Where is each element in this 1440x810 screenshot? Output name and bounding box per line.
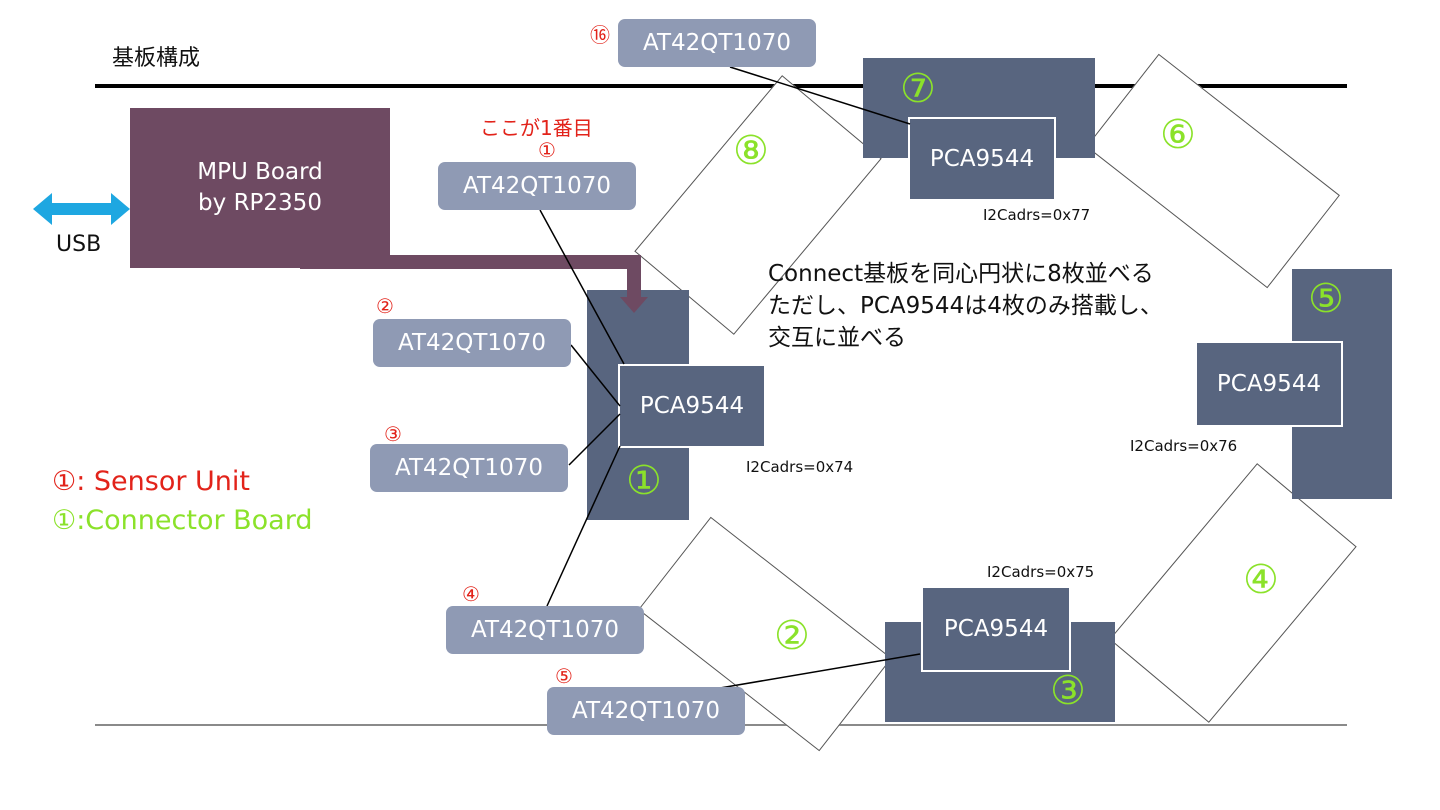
sensor-unit-3: AT42QT1070: [370, 444, 568, 492]
mpu-board-line2: by RP2350: [198, 190, 322, 216]
board-number-4: ④: [1243, 557, 1279, 603]
sensor-unit-4: AT42QT1070: [446, 606, 644, 654]
legend-sensor-unit: ①: Sensor Unit: [52, 466, 250, 497]
legend-connector-board: ①:Connector Board: [52, 505, 313, 536]
sensor-unit-1: AT42QT1070: [438, 162, 636, 210]
i2c-address-board-3: I2Cadrs=0x75: [987, 563, 1095, 581]
wire-sensor-2: [570, 344, 621, 407]
wire-sensor-3: [568, 413, 621, 466]
top-divider: [95, 84, 1347, 88]
sensor-number-16: ⑯: [590, 23, 610, 47]
pca9544-board-5: PCA9544: [1195, 341, 1343, 427]
sensor-number-4: ④: [462, 582, 480, 606]
wire-sensor-1: [539, 209, 625, 365]
mpu-board-line1: MPU Board: [197, 159, 323, 185]
mpu-to-board-arrow: [300, 255, 648, 313]
layout-note-line3: 交互に並べる: [768, 325, 906, 351]
board-number-2: ②: [774, 613, 810, 659]
sensor-unit-5: AT42QT1070: [547, 687, 745, 735]
sensor-number-2: ②: [376, 294, 394, 318]
layout-note-line2: ただし、PCA9544は4枚のみ搭載し、: [768, 293, 1163, 319]
wire-sensor-16: [729, 66, 911, 125]
usb-label: USB: [56, 232, 102, 257]
i2c-address-board-7: I2Cadrs=0x77: [983, 206, 1091, 224]
mpu-board: MPU Board by RP2350: [130, 108, 390, 268]
board-number-7: ⑦: [900, 66, 936, 112]
pca9544-board-3: PCA9544: [921, 586, 1071, 672]
start-annotation: ここが1番目: [480, 116, 593, 140]
board-number-5: ⑤: [1308, 276, 1344, 322]
layout-note: Connect基板を同心円状に8枚並べる ただし、PCA9544は4枚のみ搭載し…: [768, 258, 1163, 354]
i2c-address-board-1: I2Cadrs=0x74: [746, 458, 854, 476]
pca9544-board-7: PCA9544: [908, 117, 1056, 201]
board-number-3: ③: [1050, 668, 1086, 714]
wire-sensor-4: [546, 445, 621, 607]
sensor-unit-16: AT42QT1070: [618, 19, 816, 67]
layout-note-line1: Connect基板を同心円状に8枚並べる: [768, 261, 1154, 287]
sensor-number-3: ③: [384, 422, 402, 446]
board-number-1: ①: [626, 458, 662, 504]
sensor-number-1: ①: [538, 138, 556, 162]
wire-sensor-5: [719, 653, 921, 689]
usb-arrow-icon: [33, 193, 130, 225]
i2c-address-board-5: I2Cadrs=0x76: [1130, 437, 1238, 455]
board-number-6: ⑥: [1160, 112, 1196, 158]
pca9544-board-1: PCA9544: [618, 364, 766, 448]
page-title: 基板構成: [112, 46, 201, 71]
sensor-unit-2: AT42QT1070: [373, 319, 571, 367]
sensor-number-5: ⑤: [555, 664, 573, 688]
board-number-8: ⑧: [733, 128, 769, 174]
